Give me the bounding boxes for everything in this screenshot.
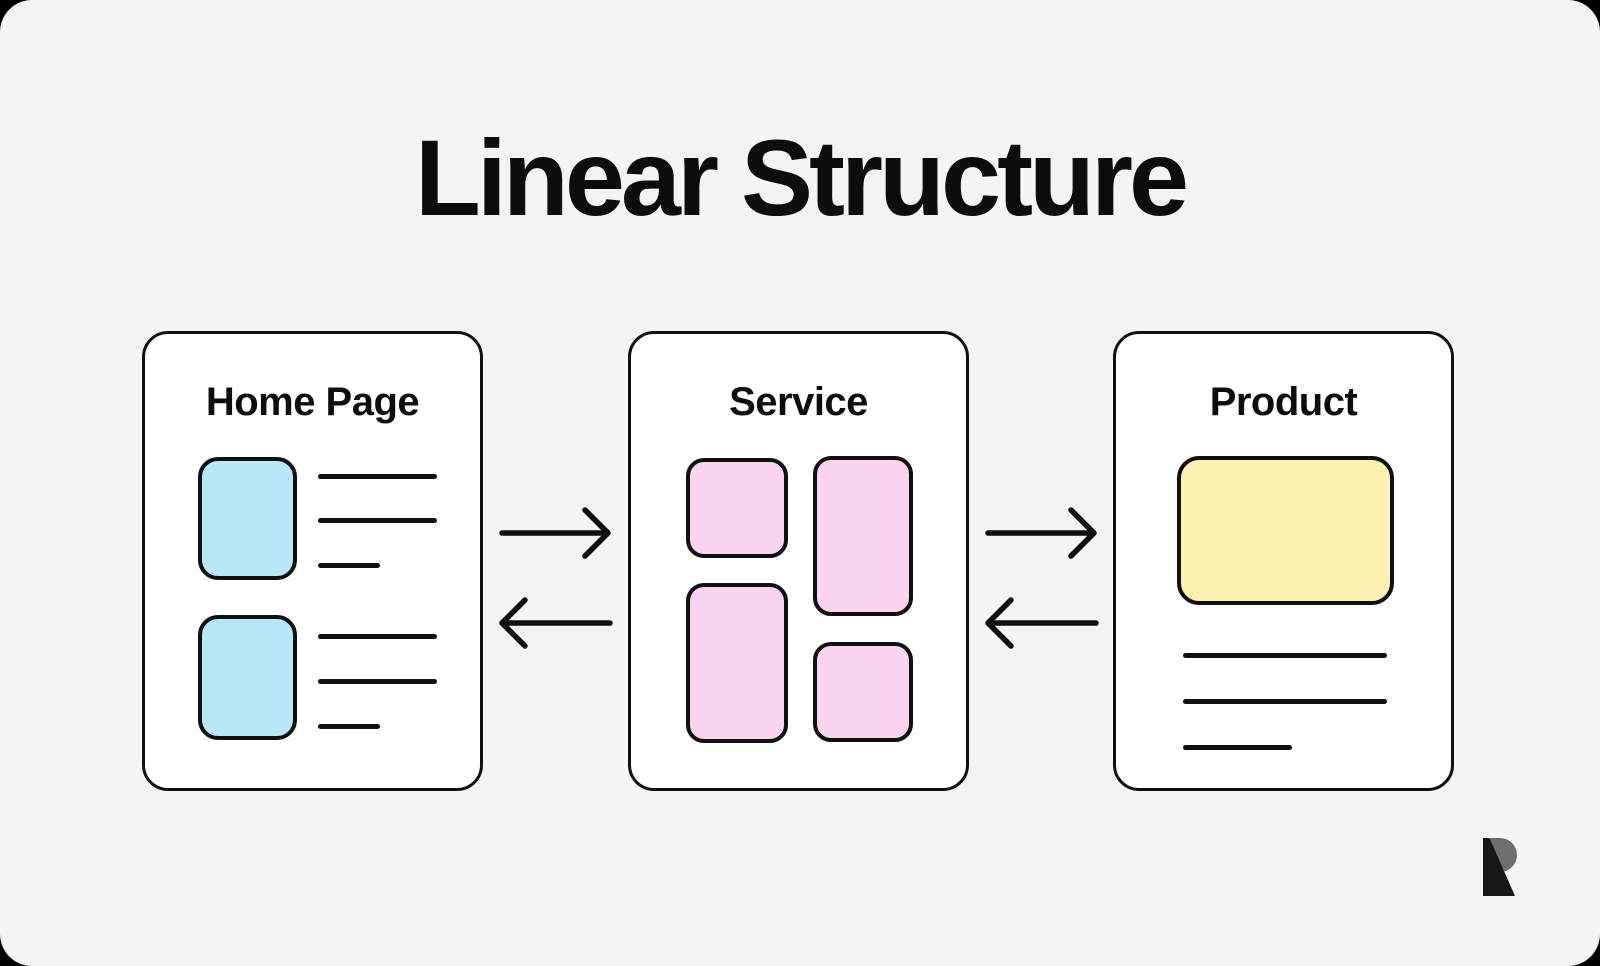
diagram-title: Linear Structure <box>414 117 1189 238</box>
node-home-page-label: Home Page <box>205 380 420 424</box>
node-product: Product <box>1113 331 1454 791</box>
arrow-right-icon <box>499 507 611 559</box>
text-line <box>1183 653 1387 658</box>
connection-home-service <box>499 507 613 649</box>
image-placeholder <box>198 615 297 740</box>
arrow-right-icon <box>985 507 1097 559</box>
text-line <box>318 474 437 479</box>
node-home-page: Home Page <box>142 331 483 791</box>
text-line <box>318 518 437 523</box>
node-product-label: Product <box>1209 380 1358 424</box>
text-line <box>1183 699 1387 704</box>
content-block <box>686 458 788 558</box>
hero-placeholder <box>1177 456 1394 605</box>
node-service-label: Service <box>729 380 868 424</box>
r-logo-icon <box>1483 838 1517 896</box>
text-line <box>318 634 437 639</box>
content-block <box>813 456 913 616</box>
content-block <box>813 642 913 742</box>
connection-service-product <box>985 507 1099 649</box>
text-line <box>1183 745 1292 750</box>
content-block <box>686 583 788 743</box>
image-placeholder <box>198 457 297 580</box>
node-service: Service <box>628 331 969 791</box>
text-line <box>318 724 380 729</box>
text-line <box>318 679 437 684</box>
arrow-left-icon <box>499 597 613 649</box>
text-line <box>318 563 380 568</box>
arrow-left-icon <box>985 597 1099 649</box>
